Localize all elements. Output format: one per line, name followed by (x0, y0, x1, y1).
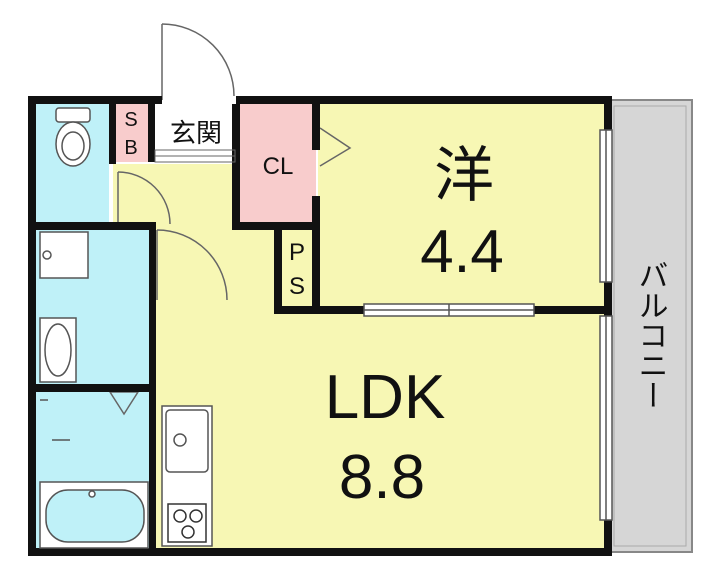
stove-icon (167, 503, 207, 543)
bathtub-icon (39, 399, 149, 549)
ps-label-p: P (289, 239, 305, 266)
toilet-icon (55, 107, 91, 167)
closet-label: CL (263, 153, 294, 180)
sb-label-s: S (124, 109, 137, 131)
washing-machine-icon (39, 231, 89, 279)
western-room-size: 4.4 (420, 218, 503, 285)
balcony (607, 99, 693, 553)
door-swing-icon (108, 23, 352, 416)
entrance (155, 104, 237, 162)
entrance-step (154, 149, 236, 163)
shoe-box (116, 104, 152, 162)
ldk-room (155, 228, 608, 550)
balcony-label: バルコニー (634, 260, 667, 410)
ps-label-s: S (289, 273, 305, 300)
ldk-room-name: LDK (325, 363, 446, 432)
sink-icon (39, 317, 77, 383)
western-room-name: 洋 (434, 142, 494, 209)
ldk-room-size: 8.8 (339, 443, 425, 512)
sb-label-b: B (124, 137, 137, 159)
sliding-door (363, 129, 613, 521)
entrance-label: 玄関 (170, 118, 222, 148)
closet-cl (240, 104, 316, 224)
